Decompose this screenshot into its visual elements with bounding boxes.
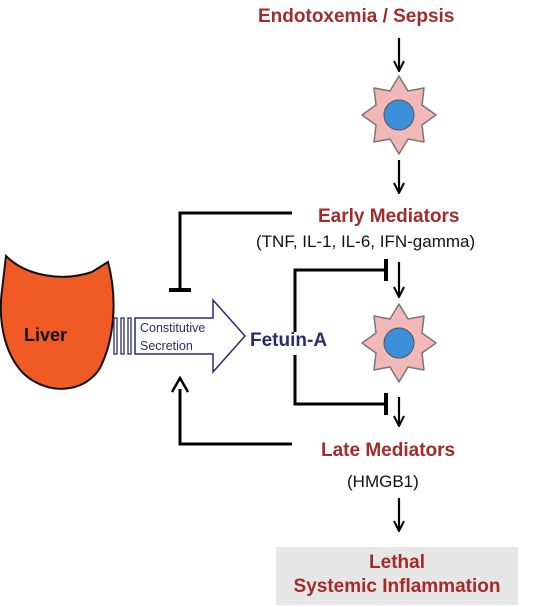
early-mediators-title: Early Mediators (318, 206, 460, 227)
early-inhibition-line (178, 211, 292, 289)
liver-shape (0, 253, 115, 390)
early-mediators-list: (TNF, IL-1, IL-6, IFN-gamma) (256, 232, 476, 251)
outcome-line2: Systemic Inflammation (293, 576, 501, 597)
secretion-label-line1: Constitutive (140, 321, 206, 335)
fetuin-a-label: Fetuin-A (250, 330, 328, 351)
macrophage-cell-middle (361, 303, 437, 383)
sepsis-title: Endotoxemia / Sepsis (258, 6, 455, 27)
fetuin-inhibit-lower-line (293, 355, 384, 406)
liver-label: Liver (24, 325, 68, 345)
macrophage-cell-top (361, 75, 437, 155)
late-mediators-title: Late Mediators (321, 440, 456, 461)
late-feedback-arrowhead (170, 375, 190, 393)
outcome-line1: Lethal (369, 552, 425, 573)
late-mediators-list: (HMGB1) (347, 472, 419, 491)
outcome-box (276, 547, 518, 605)
late-feedback-line (178, 389, 292, 446)
secretion-arrow (113, 298, 247, 374)
fetuin-inhibit-upper-line (293, 268, 384, 332)
secretion-label-line2: Secretion (140, 339, 193, 353)
